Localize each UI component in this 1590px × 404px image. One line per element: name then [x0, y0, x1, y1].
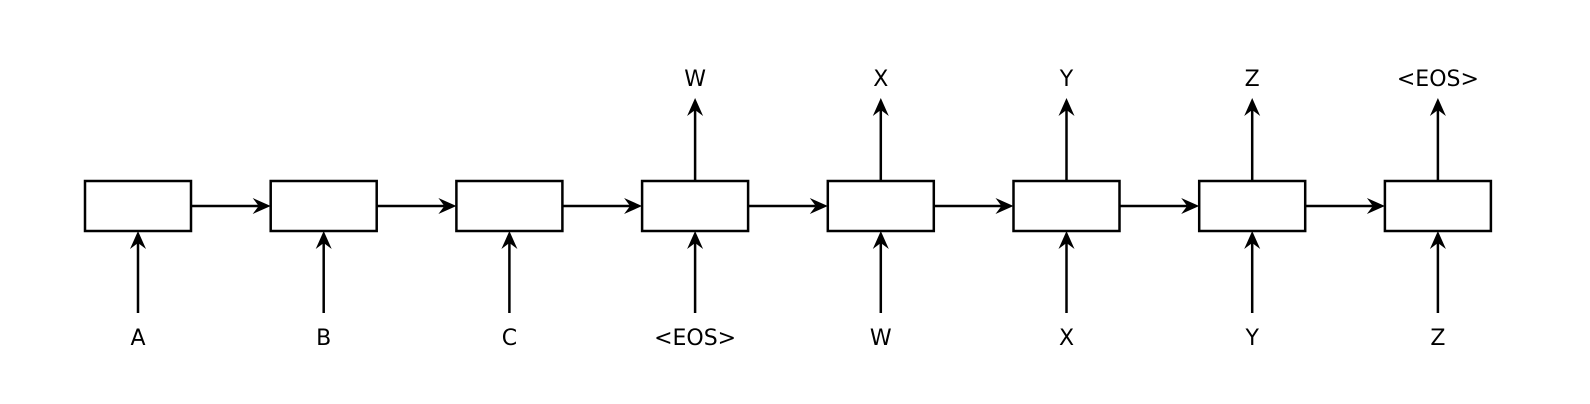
input-arrow-5: [872, 231, 889, 313]
input-arrow-6: [1058, 231, 1075, 313]
input-label: B: [316, 326, 331, 351]
rnn-cell-2: [269, 179, 378, 233]
recurrent-arrow-3: [562, 198, 643, 214]
output-label: Z: [1245, 67, 1260, 92]
rnn-cell-8: [1383, 179, 1493, 233]
rnn-cell-6: [1012, 179, 1121, 233]
input-arrow-3: [501, 231, 518, 313]
recurrent-arrow-6: [1119, 198, 1200, 214]
input-label: C: [502, 326, 517, 351]
rnn-cell-4: [640, 179, 750, 233]
rnn-cell-7: [1197, 179, 1307, 233]
recurrent-arrow-4: [748, 198, 828, 214]
input-arrow-1: [130, 231, 146, 313]
output-label: W: [684, 67, 706, 92]
output-label: Y: [1059, 67, 1074, 92]
rnn-cell-5: [826, 179, 936, 233]
input-label: <EOS>: [654, 326, 736, 351]
recurrent-arrow-7: [1305, 198, 1385, 214]
input-arrow-4: [687, 231, 704, 313]
recurrent-arrow-5: [933, 198, 1014, 214]
input-arrow-8: [1429, 231, 1446, 313]
output-arrow-8: [1429, 98, 1446, 181]
output-arrow-5: [872, 98, 889, 181]
recurrent-arrow-1: [191, 198, 271, 214]
input-label: Y: [1244, 326, 1259, 351]
output-label: X: [873, 67, 888, 92]
input-arrow-2: [315, 231, 332, 313]
rnn-cell-1: [83, 179, 193, 233]
input-arrow-7: [1244, 231, 1261, 313]
input-label: Z: [1430, 326, 1445, 351]
output-label: <EOS>: [1397, 67, 1479, 92]
input-label: A: [130, 326, 145, 351]
output-arrow-7: [1244, 98, 1261, 181]
output-arrow-4: [687, 98, 704, 181]
output-arrow-6: [1058, 98, 1075, 181]
recurrent-arrow-2: [376, 198, 457, 214]
rnn-cell-3: [455, 179, 564, 233]
input-label: W: [870, 326, 892, 351]
input-label: X: [1059, 326, 1074, 351]
